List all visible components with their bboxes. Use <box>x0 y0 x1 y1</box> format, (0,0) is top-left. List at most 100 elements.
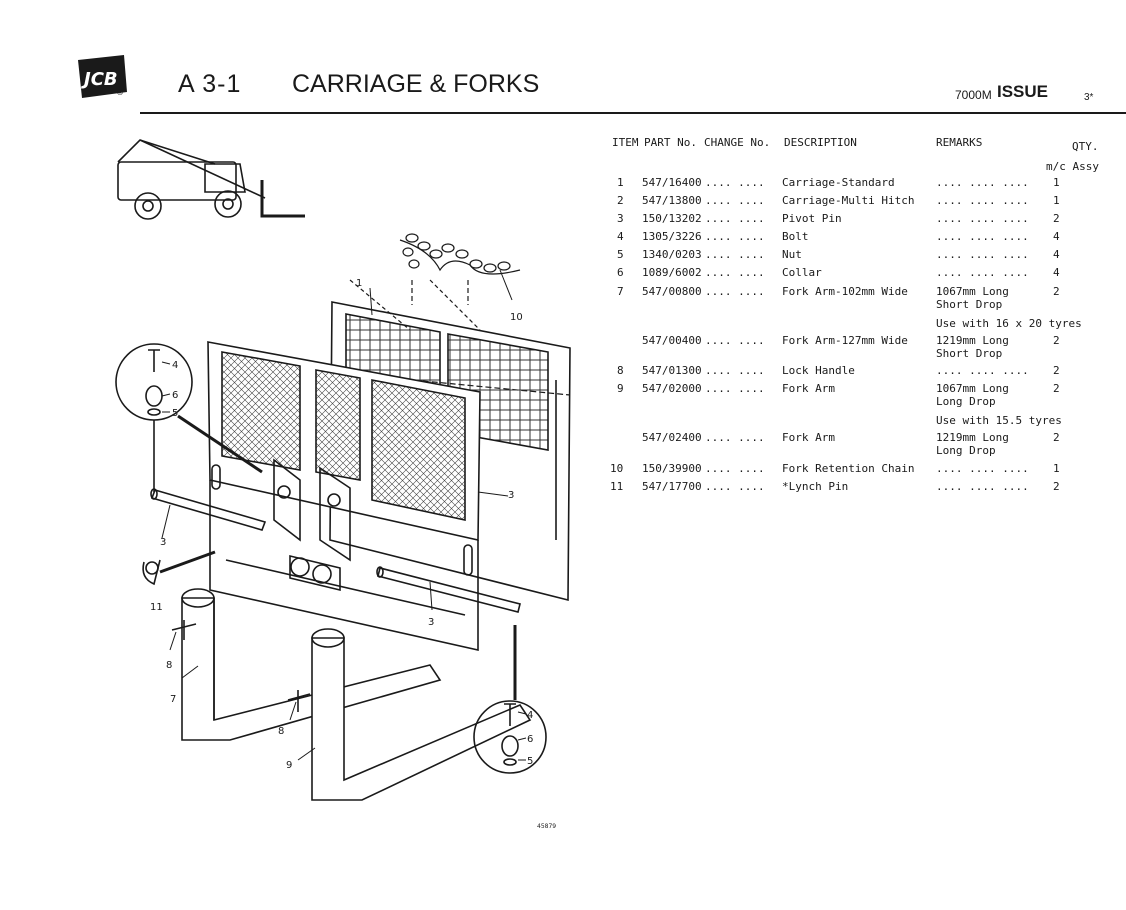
header-qty: QTY. <box>1072 140 1099 153</box>
row-part: 547/16400 <box>642 176 702 189</box>
table-row: 2 547/13800 .... .... Carriage-Multi Hit… <box>606 194 1106 208</box>
header-rule <box>140 112 1126 114</box>
callout-3: 3 <box>160 537 166 548</box>
row-qty: 4 <box>1053 248 1060 261</box>
row-remarks: .... .... .... <box>936 248 1029 261</box>
row-dots: .... .... <box>705 194 765 207</box>
table-row: 7 547/00800 .... .... Fork Arm-102mm Wid… <box>606 285 1106 313</box>
row-qty: 2 <box>1053 382 1060 395</box>
issue-label: ISSUE <box>997 82 1049 101</box>
row-item: 4 <box>617 230 624 243</box>
row-part: 547/17700 <box>642 480 702 493</box>
row-dots: .... .... <box>705 431 765 444</box>
row-qty: 2 <box>1053 480 1060 493</box>
callout-8: 8 <box>166 660 172 671</box>
row-description: Pivot Pin <box>782 212 842 225</box>
callout-5: 5 <box>527 756 533 767</box>
callout-leaders <box>161 269 527 761</box>
row-dots: .... .... <box>705 266 765 279</box>
row-remarks: 1219mm Long <box>936 334 1009 347</box>
row-qty: 2 <box>1053 364 1060 377</box>
row-item: 11 <box>610 480 624 493</box>
figure-number: 45879 <box>537 823 557 830</box>
row-description: Fork Arm-102mm Wide <box>782 285 908 298</box>
lynch-pin <box>142 550 216 586</box>
row-dots: .... .... <box>705 364 765 377</box>
table-row: 5 1340/0203 .... .... Nut .... .... ....… <box>606 248 1106 262</box>
front-carriage <box>207 341 481 651</box>
row-dots: .... .... <box>705 176 765 189</box>
table-note: Use with 16 x 20 tyres <box>936 317 1082 330</box>
table-row: 9 547/02000 .... .... Fork Arm 1067mm Lo… <box>606 382 1106 410</box>
row-description: Fork Arm-127mm Wide <box>782 334 908 347</box>
row-part: 150/13202 <box>642 212 702 225</box>
header-part-no: PART No. <box>644 136 697 149</box>
row-description: Fork Arm <box>782 431 835 444</box>
header-description: DESCRIPTION <box>784 136 857 149</box>
row-dots: .... .... <box>705 285 765 298</box>
logo-text: JCB <box>81 69 118 90</box>
row-qty: 1 <box>1053 194 1060 207</box>
row-remarks: .... .... .... <box>936 462 1029 475</box>
row-description: Bolt <box>782 230 809 243</box>
row-description: Lock Handle <box>782 364 855 377</box>
row-dots: .... .... <box>705 334 765 347</box>
row-remarks: .... .... .... <box>936 266 1029 279</box>
jcb-logo: JCB <box>74 52 130 102</box>
row-dots: .... .... <box>705 480 765 493</box>
row-part: 1089/6002 <box>642 266 702 279</box>
row-remarks-line2: Short Drop <box>936 347 1003 360</box>
page-title: CARRIAGE & FORKS <box>292 70 540 98</box>
callout-7: 7 <box>170 694 176 705</box>
row-qty: 2 <box>1053 285 1060 298</box>
row-part: 150/39900 <box>642 462 702 475</box>
row-item: 5 <box>617 248 624 261</box>
header-qty-sub: m/c Assy <box>1046 160 1099 173</box>
row-remarks: 1067mm Long <box>936 285 1009 298</box>
row-qty: 2 <box>1053 334 1060 347</box>
issue-code: 7000M <box>955 88 992 102</box>
row-item: 6 <box>617 266 624 279</box>
row-dots: .... .... <box>705 212 765 225</box>
pivot-pins <box>150 488 521 613</box>
row-dots: .... .... <box>705 230 765 243</box>
row-qty: 1 <box>1053 462 1060 475</box>
row-part: 547/02400 <box>642 431 702 444</box>
callout-8: 8 <box>278 726 284 737</box>
row-qty: 2 <box>1053 212 1060 225</box>
row-item: 2 <box>617 194 624 207</box>
detail-circle-top <box>115 343 263 492</box>
row-remarks: .... .... .... <box>936 194 1029 207</box>
callout-3: 3 <box>428 617 434 628</box>
issue-number: 3* <box>1084 92 1094 103</box>
callout-6: 6 <box>172 390 178 401</box>
row-item: 9 <box>617 382 624 395</box>
exploded-diagram: 1 10 3 3 3 11 8 7 8 9 4 6 5 4 6 5 <box>0 120 600 840</box>
row-part: 547/01300 <box>642 364 702 377</box>
row-item: 10 <box>610 462 624 475</box>
row-description: Carriage-Multi Hitch <box>782 194 915 207</box>
row-qty: 4 <box>1053 230 1060 243</box>
row-remarks-line2: Short Drop <box>936 298 1003 311</box>
callout-1: 3 <box>508 490 514 501</box>
row-remarks: .... .... .... <box>936 364 1029 377</box>
row-remarks: .... .... .... <box>936 480 1029 493</box>
table-row: 6 1089/6002 .... .... Collar .... .... .… <box>606 266 1106 280</box>
row-dots: .... .... <box>705 382 765 395</box>
row-item: 1 <box>617 176 624 189</box>
callout-9: 9 <box>286 760 292 771</box>
table-row: 8 547/01300 .... .... Lock Handle .... .… <box>606 364 1106 378</box>
table-note: Use with 15.5 tyres <box>936 414 1062 427</box>
row-part: 1340/0203 <box>642 248 702 261</box>
row-remarks: .... .... .... <box>936 230 1029 243</box>
header-remarks: REMARKS <box>936 136 983 149</box>
table-row: 1 547/16400 .... .... Carriage-Standard … <box>606 176 1106 190</box>
retention-chain <box>349 233 571 396</box>
row-item: 8 <box>617 364 624 377</box>
header-item: ITEM <box>612 136 639 149</box>
row-part: 547/00800 <box>642 285 702 298</box>
row-description: Carriage-Standard <box>782 176 895 189</box>
machine-thumbnail <box>117 139 305 220</box>
row-remarks-line2: Long Drop <box>936 444 996 457</box>
callout-4: 4 <box>527 710 533 721</box>
